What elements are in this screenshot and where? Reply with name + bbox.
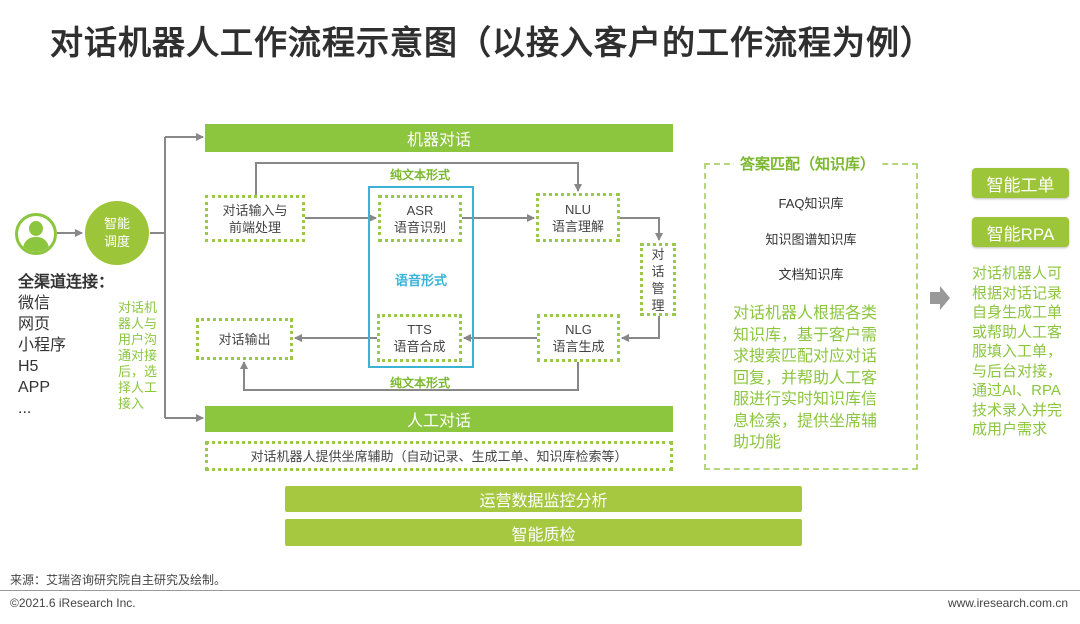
quality-inspection-bar: 智能质检	[285, 519, 802, 546]
desc-line: 与后台对接，	[972, 362, 1063, 380]
human-dialog-bar: 人工对话	[205, 406, 673, 432]
arrow-text-form-bottom	[240, 361, 579, 391]
box-line: 语言生成	[552, 339, 605, 354]
box-line: 对话输入与	[222, 202, 288, 218]
right-description: 对话机器人可 根据对话记录 自身生成工单 或帮助人工客 服填入工单， 与后台对接…	[972, 264, 1062, 440]
box-char: 话	[651, 263, 665, 279]
dialog-output-box: 对话输出	[196, 318, 293, 360]
channel-item: 微信	[18, 295, 51, 312]
desc-line: 息检索，提供坐席辅	[733, 412, 878, 430]
note-line: 用户沟	[118, 332, 158, 347]
dispatch-line2: 调度	[103, 234, 130, 249]
knowledge-description: 对话机器人根据各类 知识库，基于客户需 求搜索匹配对应对话 回复，并帮助人工客 …	[733, 303, 877, 454]
footer-divider	[0, 590, 1080, 591]
desc-line: 根据对话记录	[972, 284, 1063, 302]
kb-item-faq: FAQ知识库	[778, 196, 844, 211]
box-line: 语音合成	[393, 339, 446, 354]
nlg-box: NLG 语言生成	[537, 314, 620, 362]
channels-heading: 全渠道连接：	[18, 274, 115, 291]
box-char: 理	[651, 297, 665, 313]
arrow-dm-to-nlg	[621, 316, 660, 342]
tts-box: TTS 语音合成	[377, 314, 462, 362]
box-line: NLG	[565, 322, 592, 337]
handoff-note: 对话机 器人与 用户沟 通对接 后，选 择人工 接入	[118, 300, 157, 412]
desc-line: 助功能	[733, 434, 782, 451]
user-avatar-icon	[15, 213, 57, 255]
smart-ticket-button: 智能工单	[972, 168, 1069, 198]
source-note: 来源：艾瑞咨询研究院自主研究及绘制。	[10, 573, 227, 587]
box-line: 对话输出	[218, 331, 271, 347]
desc-line: 知识库，基于客户需	[733, 326, 878, 344]
channel-item: APP	[18, 379, 51, 396]
arrow-nlu-to-dm	[620, 217, 663, 241]
asr-box: ASR 语音识别	[378, 195, 462, 242]
text-form-label-bottom: 纯文本形式	[390, 376, 451, 390]
website: www.iresearch.com.cn	[947, 596, 1068, 610]
box-line: 语言理解	[551, 218, 604, 234]
desc-line: 成用户需求	[972, 421, 1048, 438]
ops-monitoring-bar: 运营数据监控分析	[285, 486, 802, 512]
note-line: 对话机	[118, 300, 158, 315]
desc-line: 对话机器人根据各类	[733, 305, 878, 322]
gray-right-arrow-icon	[930, 286, 950, 310]
note-line: 器人与	[118, 316, 158, 331]
desc-line: 或帮助人工客	[972, 323, 1063, 341]
box-line: 前端处理	[228, 219, 281, 235]
arrow-text-form-top	[255, 162, 582, 195]
channel-item: H5	[18, 358, 39, 375]
channel-item: 网页	[18, 316, 51, 333]
voice-form-frame	[368, 186, 474, 368]
smart-dispatch-node: 智能 调度	[85, 201, 149, 265]
note-line: 择人工	[118, 380, 158, 395]
desc-line: 服填入工单，	[972, 343, 1063, 360]
dialog-management-box: 对 话 管 理	[640, 243, 676, 316]
copyright: ©2021.6 iResearch Inc.	[10, 596, 136, 610]
box-char: 管	[651, 280, 665, 296]
channel-item: 小程序	[18, 337, 67, 354]
machine-dialog-bar: 机器对话	[205, 124, 673, 152]
agent-assist-box: 对话机器人提供坐席辅助（自动记录、生成工单、知识库检索等）	[205, 441, 673, 471]
desc-line: 服进行实时知识库信	[733, 391, 878, 408]
box-line: ASR	[406, 202, 434, 218]
desc-line: 对话机器人可	[972, 265, 1063, 282]
box-char: 对	[651, 246, 665, 262]
knowledge-heading: 答案匹配（知识库）	[734, 153, 882, 174]
box-line: 语音识别	[393, 219, 446, 235]
desc-line: 回复，并帮助人工客	[733, 369, 878, 387]
assist-text: 对话机器人提供坐席辅助（自动记录、生成工单、知识库检索等）	[250, 448, 628, 464]
page-title: 对话机器人工作流程示意图（以接入客户的工作流程为例）	[50, 24, 934, 61]
input-preprocess-box: 对话输入与 前端处理	[205, 195, 305, 242]
desc-line: 自身生成工单	[972, 304, 1063, 321]
box-line: TTS	[407, 322, 432, 337]
channel-item: ...	[18, 400, 32, 417]
nlu-box: NLU 语言理解	[536, 193, 620, 242]
dispatch-line1: 智能	[103, 216, 130, 231]
kb-item-graph: 知识图谱知识库	[765, 232, 857, 247]
note-line: 接入	[118, 396, 145, 411]
desc-line: 求搜索匹配对应对话	[733, 348, 878, 365]
box-line: NLU	[564, 201, 591, 217]
channels-list: 全渠道连接： 微信 网页 小程序 H5 APP ...	[18, 272, 114, 419]
text-form-label-top: 纯文本形式	[390, 168, 451, 182]
note-line: 通对接	[118, 348, 158, 363]
smart-rpa-button: 智能RPA	[972, 217, 1069, 247]
voice-form-label: 语音形式	[394, 273, 447, 288]
note-line: 后，选	[118, 364, 158, 379]
desc-line: 技术录入并完	[972, 401, 1063, 419]
desc-line: 通过AI、RPA	[972, 382, 1061, 399]
kb-item-doc: 文档知识库	[778, 267, 844, 282]
